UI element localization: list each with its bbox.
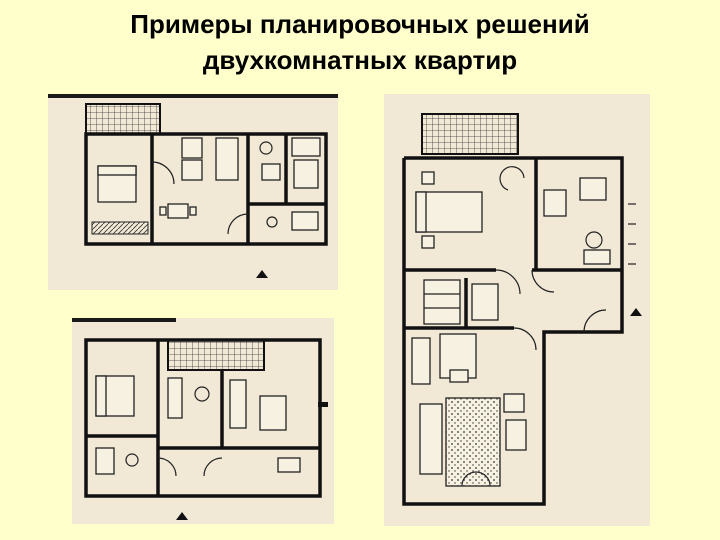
floor-plan-image-1 <box>48 94 338 290</box>
title-line-1: Примеры планировочных решений <box>130 9 590 39</box>
title-line-2: двухкомнатных квартир <box>202 45 518 75</box>
floor-plan-image-3 <box>384 94 650 526</box>
floor-plan-image-2 <box>72 318 334 524</box>
slide-title: Примеры планировочных решений двухкомнат… <box>0 6 720 78</box>
